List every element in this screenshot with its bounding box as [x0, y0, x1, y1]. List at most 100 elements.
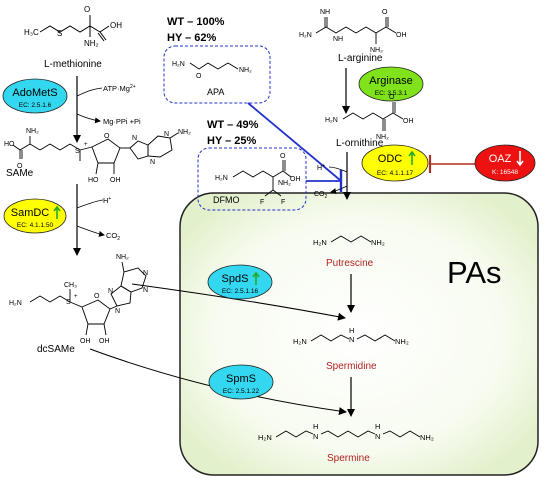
spms-name: SpmS [226, 373, 256, 385]
svg-text:S: S [66, 299, 71, 306]
mg-ppi-text: Mg·PPi +Pi [103, 117, 141, 126]
svg-text:O: O [382, 9, 388, 16]
svg-text:O: O [104, 133, 110, 140]
svg-text:+: + [84, 142, 88, 148]
putrescine-structure [330, 235, 372, 243]
ornithine-label: L-ornithine [336, 138, 384, 149]
odc-name: ODC [378, 153, 403, 165]
co2-text-2: CO [314, 191, 325, 198]
svg-text:HO: HO [4, 141, 15, 148]
dfmo-structure [232, 160, 292, 197]
adomets-ec: EC: 2.5.1.6 [19, 102, 52, 109]
adomets-enzyme [2, 78, 68, 114]
svg-text:ATP·Mg2+: ATP·Mg2+ [103, 84, 136, 93]
atp-text: ATP·Mg [103, 84, 130, 93]
co2-side-arrow-1 [76, 225, 105, 237]
spms-ec: EC: 2.5.1.22 [223, 388, 260, 395]
odc-ec: EC: 4.1.1.17 [377, 170, 414, 177]
arginine-structure [315, 17, 397, 44]
svg-text:N: N [150, 159, 155, 166]
apa-hy-text: HY – 62% [167, 32, 217, 44]
spms-enzyme [208, 364, 274, 400]
svg-text:N: N [143, 270, 148, 277]
svg-text:F: F [281, 199, 285, 206]
arginine-label: L-arginine [338, 53, 383, 64]
apa-inhibition-line [247, 102, 341, 181]
svg-text:H+: H+ [103, 196, 111, 205]
svg-text:H: H [349, 326, 354, 335]
svg-text:H₂N: H₂N [299, 32, 312, 39]
svg-text:N: N [349, 335, 354, 344]
svg-text:O: O [94, 293, 100, 300]
oaz-name: OAZ [489, 153, 512, 165]
svg-text:O: O [389, 94, 395, 101]
svg-text:O: O [84, 5, 90, 14]
adomets-name: AdoMetS [12, 87, 57, 99]
svg-text:NH₂: NH₂ [376, 134, 389, 141]
apa-wt-text: WT – 100% [167, 16, 225, 28]
putrescine-label: Putrescine [326, 258, 374, 269]
methionine-label: L-methionine [44, 59, 102, 70]
svg-text:H₂N: H₂N [9, 300, 22, 307]
polyamines-panel [179, 192, 539, 476]
svg-text:NH: NH [333, 36, 343, 43]
svg-text:H₂N: H₂N [215, 175, 228, 182]
svg-text:H₂N: H₂N [293, 337, 307, 346]
svg-text:F: F [260, 199, 264, 206]
co2-sub-2: 2 [325, 194, 328, 200]
svg-text:N: N [143, 287, 148, 294]
svg-text:CO2: CO2 [314, 191, 328, 200]
svg-text:NH₂: NH₂ [84, 39, 99, 48]
spermine-structure [275, 430, 421, 438]
svg-text:OH: OH [110, 177, 121, 184]
svg-text:NH₂: NH₂ [239, 67, 252, 74]
svg-text:NH₂: NH₂ [371, 238, 385, 247]
apa-box [163, 45, 271, 104]
svg-text:NH₂: NH₂ [116, 254, 129, 261]
apa-label: APA [207, 87, 224, 97]
svg-text:CO2: CO2 [106, 231, 120, 242]
ppi-side-arrow [76, 113, 101, 124]
atp-side-arrow [76, 87, 103, 97]
co2-text-1: CO [106, 231, 117, 240]
svg-text:H: H [375, 422, 380, 431]
same-label: SAMe [6, 168, 34, 179]
same-structure [12, 132, 179, 175]
h-plus-text-2: H [317, 165, 322, 172]
svg-text:NH₂: NH₂ [178, 129, 191, 136]
dcsame-label: dcSAMe [37, 344, 75, 355]
spermine-label: Spermine [327, 453, 370, 464]
arginase-name: Arginase [369, 75, 412, 87]
h-side-arrow-2 [328, 166, 348, 173]
oaz-k: K: 16548 [492, 169, 518, 176]
svg-text:N: N [108, 288, 113, 295]
svg-text:OH: OH [110, 21, 122, 30]
svg-text:H₂N: H₂N [325, 117, 338, 124]
arrow-dcsame-to-spermidine [131, 283, 346, 321]
svg-text:NH₂: NH₂ [26, 128, 39, 135]
spds-name: SpdS [222, 273, 249, 285]
apa-structure [189, 62, 239, 70]
svg-text:N: N [132, 135, 137, 142]
svg-text:H₂N: H₂N [172, 61, 185, 68]
svg-text:OH: OH [290, 176, 301, 183]
atp-superscript: 2+ [130, 84, 136, 90]
svg-text:H+: H+ [317, 163, 325, 172]
arginase-ec: EC: 3.5.3.1 [375, 90, 408, 97]
svg-text:CH₃: CH₃ [64, 282, 77, 289]
dfmo-wt-text: WT – 49% [207, 119, 259, 131]
dcsame-structure [29, 261, 147, 336]
spds-up-arrow-icon [252, 271, 260, 285]
svg-text:N: N [115, 308, 120, 315]
spermidine-structure [310, 334, 396, 342]
svg-text:NH: NH [320, 9, 330, 16]
spermidine-label: Spermidine [326, 361, 377, 372]
svg-text:H₃C: H₃C [24, 28, 39, 37]
svg-text:NH₂: NH₂ [420, 433, 434, 442]
arginase-enzyme [358, 66, 424, 102]
svg-text:H₂N: H₂N [258, 433, 272, 442]
svg-text:N: N [313, 432, 318, 441]
svg-text:OH: OH [99, 338, 110, 345]
